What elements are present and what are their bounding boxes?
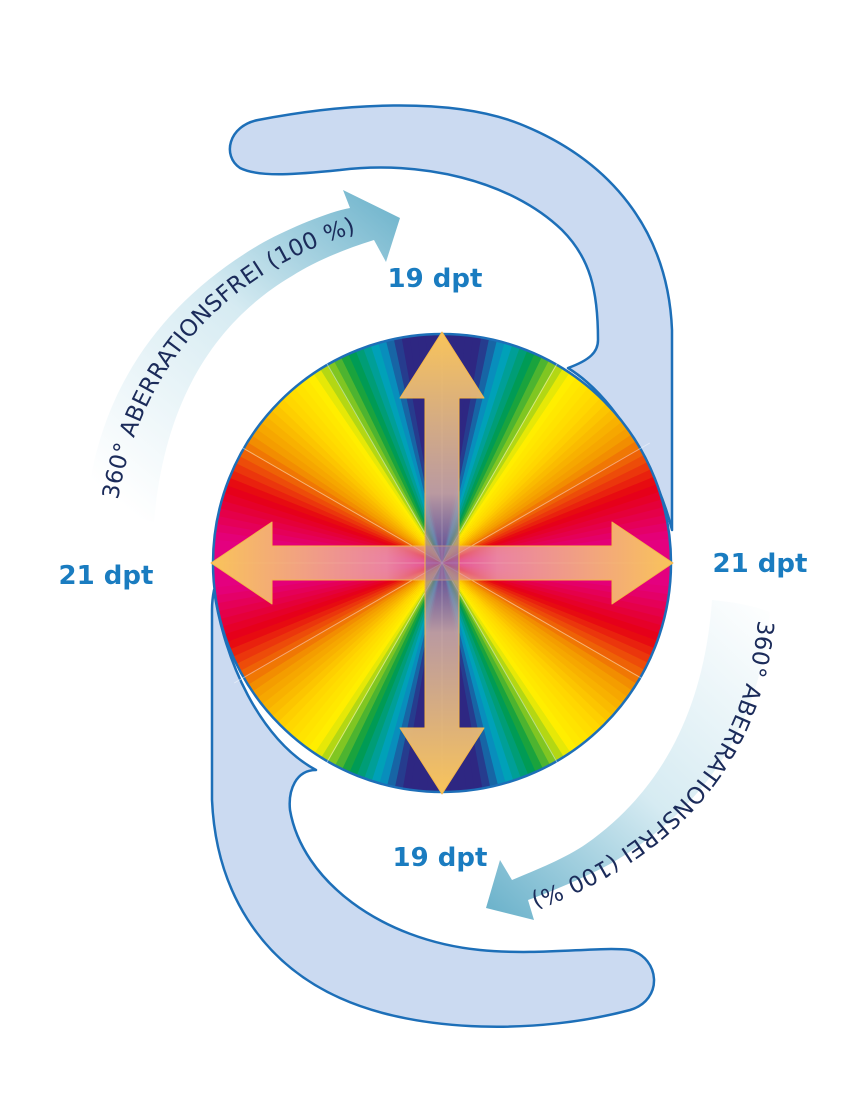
spectrum-wedge: [213, 563, 442, 637]
spectrum-wedge: [442, 563, 516, 792]
label-right-power: 21 dpt: [713, 549, 808, 579]
spectrum-wedge: [442, 469, 671, 563]
label-bottom-power: 19 dpt: [393, 843, 488, 873]
aberration-band-lower: [486, 600, 770, 920]
label-top-power: 19 dpt: [388, 264, 483, 294]
spectrum-wedge: [358, 334, 442, 563]
label-left-power: 21 dpt: [59, 561, 154, 591]
spectrum-wedge: [442, 563, 536, 792]
spectrum-wedge: [442, 563, 526, 792]
vertical-power-arrow: [399, 331, 485, 795]
optic-spectrum: [213, 334, 671, 792]
spectrum-wedge: [348, 334, 442, 563]
spectrum-wedge: [442, 489, 671, 563]
spectrum-wedge: [368, 334, 442, 563]
haptic-lower: [210, 588, 656, 1028]
spectrum-wedge: [213, 563, 442, 657]
aberration-band-upper: [88, 190, 400, 522]
spectrum-wedge: [213, 563, 442, 647]
spectrum-wedge: [442, 479, 671, 563]
